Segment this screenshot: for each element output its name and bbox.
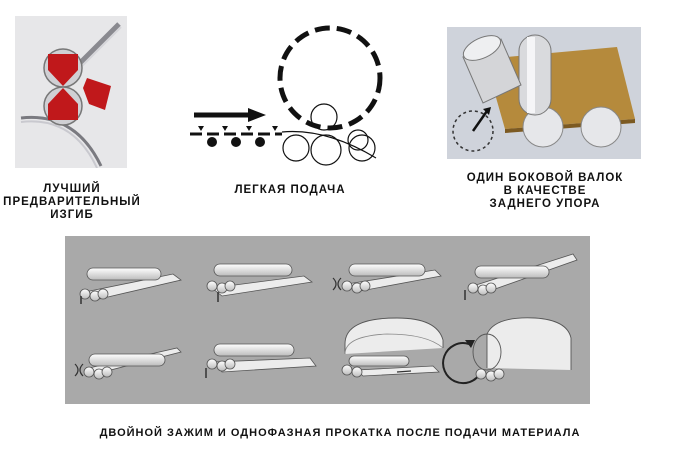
red-arrow-up [48,88,78,120]
step-1 [79,267,182,304]
roll-sequence-diagram [74,253,578,385]
red-arrow-down [48,54,78,86]
step-7 [341,317,444,378]
red-arrow-side [83,78,111,110]
step-6 [205,343,317,378]
roll-sequence-panel [65,236,590,404]
step-5 [74,347,182,380]
prebend-illustration [15,16,127,168]
bottom-caption: ДВОЙНОЙ ЗАЖИМ И ОДНОФАЗНАЯ ПРОКАТКА ПОСЛ… [99,427,581,439]
step-2 [206,263,313,302]
prebend-caption: ЛУЧШИЙ ПРЕДВАРИТЕЛЬНЫЙ ИЗГИБ [3,183,141,221]
feed-schematic [190,25,383,166]
step-8 [442,317,572,385]
step-4 [464,253,578,300]
side-roll-caption: ОДИН БОКОВОЙ ВАЛОК В КАЧЕСТВЕ ЗАДНЕГО УП… [466,172,624,210]
step-3 [332,263,442,294]
feed-caption: ЛЕГКАЯ ПОДАЧА [234,184,346,196]
side-roll-illustration [447,27,641,159]
